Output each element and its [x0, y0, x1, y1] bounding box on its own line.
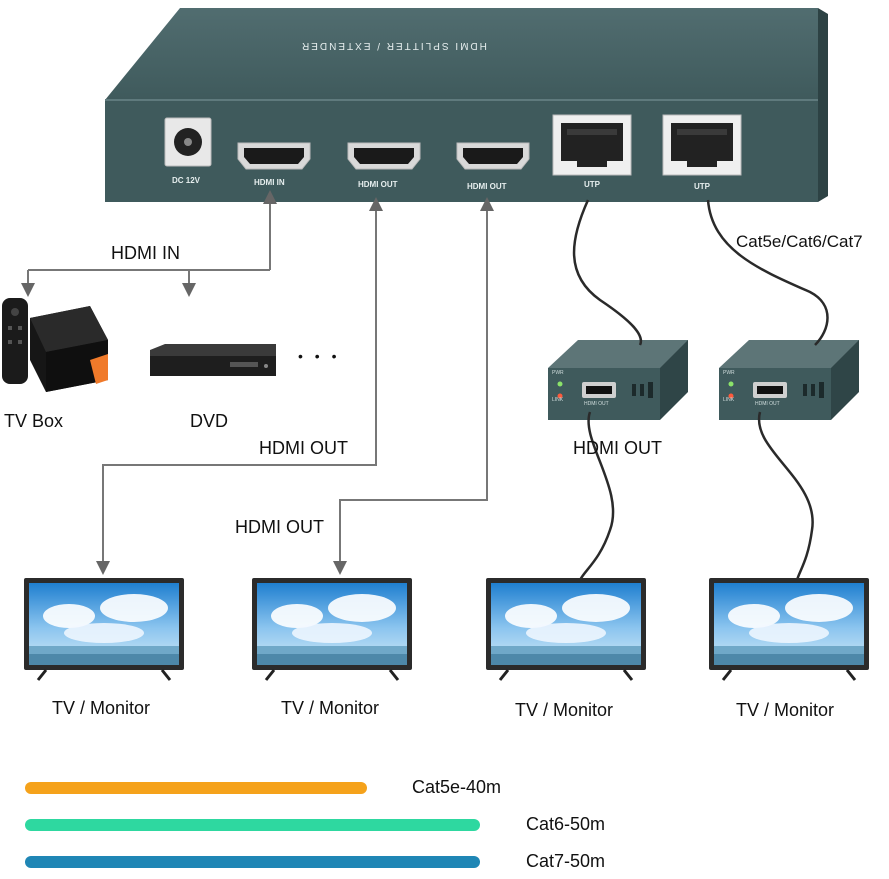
dc-port-label: DC 12V	[172, 176, 201, 185]
ethernet-cable	[706, 199, 829, 346]
tv-monitor-label: TV / Monitor	[736, 700, 835, 720]
cable-types-label: Cat5e/Cat6/Cat7	[736, 232, 863, 251]
legend-bar-cat7	[25, 856, 480, 868]
receiver-led-label: LINK	[552, 397, 564, 403]
utp-port-label: UTP	[584, 180, 600, 189]
utp-port-label: UTP	[694, 182, 710, 191]
tv-monitor-icon	[707, 576, 871, 682]
hdmi-out-arrows	[96, 197, 494, 575]
tv-monitor-icon	[250, 576, 414, 682]
more-devices-ellipsis: • • •	[298, 348, 341, 364]
receiver-port-label: HDMI OUT	[584, 401, 609, 407]
hdmi-in-arrows	[21, 190, 277, 297]
tv-monitor-label: TV / Monitor	[52, 698, 151, 718]
hdmi-out-label: HDMI OUT	[259, 438, 348, 458]
receiver-led-label: PWR	[552, 370, 564, 376]
tv-monitor-icon	[22, 576, 186, 682]
hdmi-in-port-label: HDMI IN	[254, 178, 285, 187]
hdmi-out-port-label: HDMI OUT	[467, 182, 507, 191]
receiver-port-label: HDMI OUT	[755, 401, 780, 407]
legend-label-cat7: Cat7-50m	[526, 851, 606, 871]
hdmi-in-label: HDMI IN	[111, 243, 180, 263]
legend-label-cat5e: Cat5e-40m	[412, 777, 502, 797]
legend-bar-cat5e	[25, 782, 367, 794]
tv-monitor-label: TV / Monitor	[515, 700, 614, 720]
dvd-player-icon	[150, 344, 276, 376]
splitter-device	[105, 8, 828, 202]
hdmi-out-label: HDMI OUT	[235, 517, 324, 537]
hdmi-out-port-label: HDMI OUT	[358, 180, 398, 189]
utp-port-icon	[662, 114, 742, 176]
receiver-led-label: PWR	[723, 370, 735, 376]
hdmi-receiver-icon	[548, 340, 688, 420]
ethernet-cable	[572, 199, 643, 346]
receiver-hdmi-out-label: HDMI OUT	[573, 438, 662, 458]
hdmi-cable	[757, 411, 814, 581]
utp-port-icon	[552, 114, 632, 176]
hdmi-in-port-icon	[237, 142, 311, 170]
legend-bar-cat6	[25, 819, 480, 831]
tv-monitor-icon	[484, 576, 648, 682]
hdmi-cable	[578, 411, 615, 581]
tv-box-label: TV Box	[4, 411, 64, 431]
hdmi-receiver-icon	[719, 340, 859, 420]
dvd-label: DVD	[190, 411, 229, 431]
hdmi-out-port-icon	[347, 142, 421, 170]
legend-label-cat6: Cat6-50m	[526, 814, 606, 834]
tv-monitor-label: TV / Monitor	[281, 698, 380, 718]
receiver-led-label: LINK	[723, 397, 735, 403]
device-top-text: HDMI SPLITTER / EXTENDER	[300, 40, 487, 51]
hdmi-out-port-icon	[456, 142, 530, 170]
tv-box-icon	[2, 298, 108, 392]
dc-jack-icon	[164, 117, 212, 167]
